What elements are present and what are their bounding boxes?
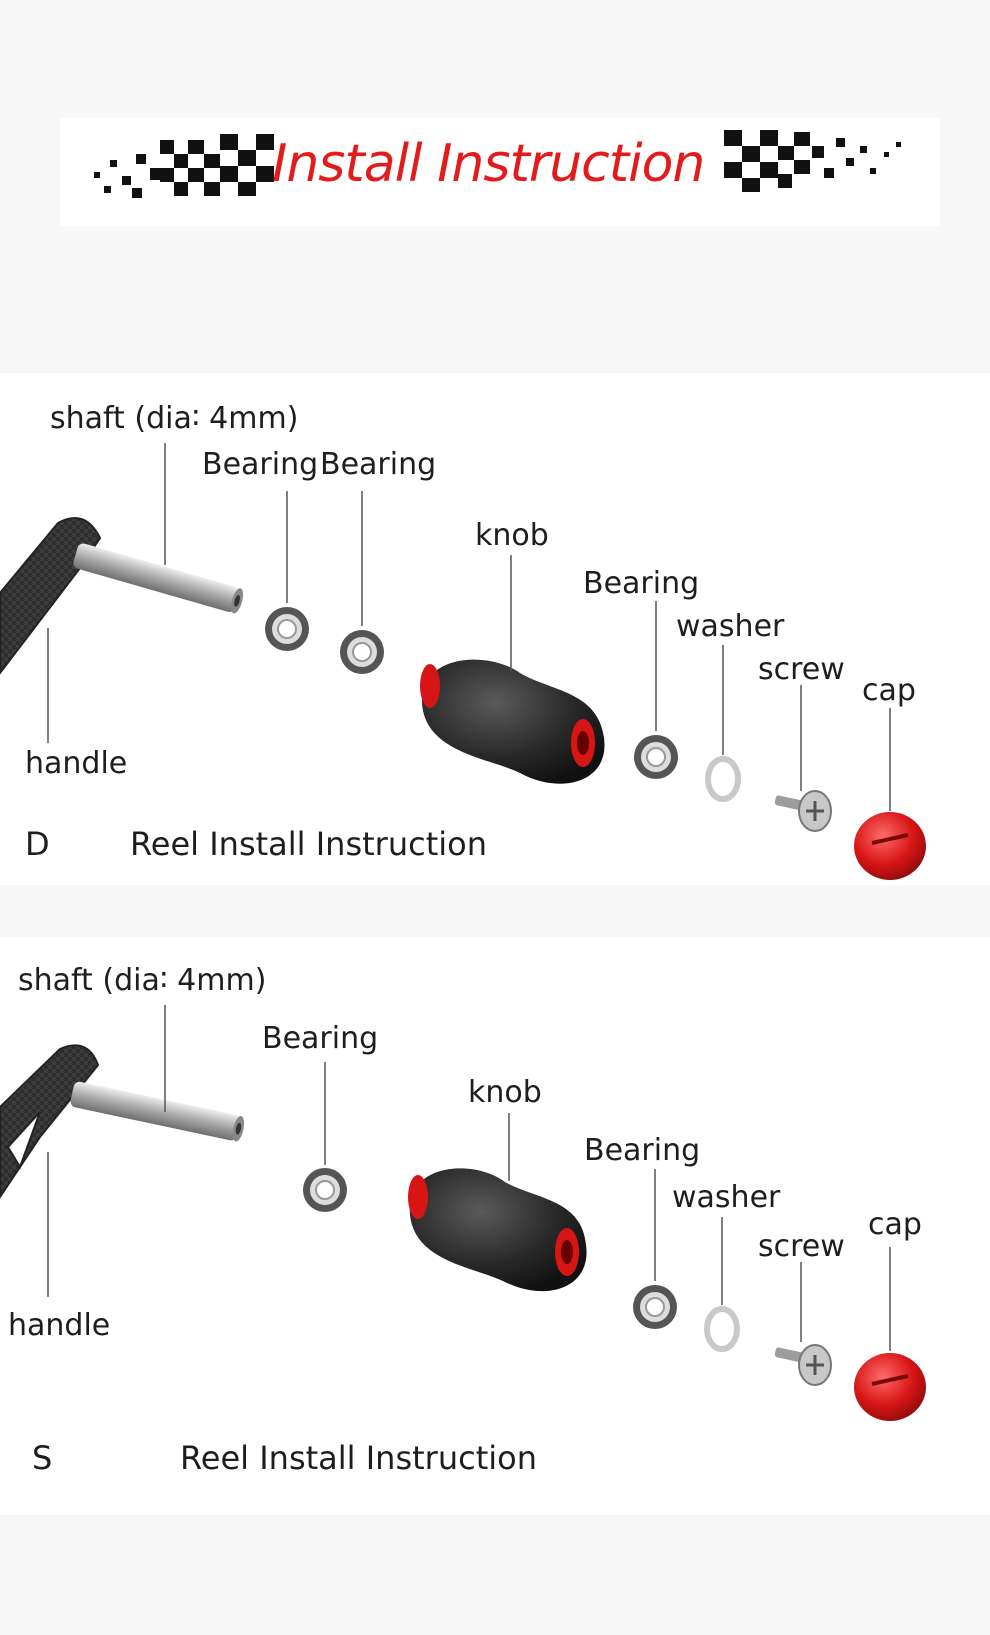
- label-bearing-1: Bearing: [262, 1021, 379, 1056]
- cap-part: [854, 1353, 926, 1421]
- label-handle: handle: [25, 746, 128, 781]
- bearing-2-part: [340, 630, 384, 674]
- label-cap: cap: [868, 1207, 922, 1242]
- bearing-2-part: [633, 1285, 677, 1329]
- screw-part: [774, 790, 832, 832]
- handle-arm: [0, 1044, 100, 1199]
- label-handle: handle: [8, 1308, 111, 1343]
- knob-part: [420, 659, 605, 784]
- label-shaft: shaft (dia∶ 4mm): [50, 401, 299, 436]
- caption-text: Reel Install Instruction: [130, 825, 487, 863]
- label-bearing-3: Bearing: [583, 566, 700, 601]
- cap-part: [854, 812, 926, 880]
- screw-part: [774, 1344, 832, 1386]
- label-washer: washer: [672, 1180, 781, 1215]
- bearing-1-part: [265, 607, 309, 651]
- caption-letter: D: [25, 825, 50, 863]
- label-bearing-2: Bearing: [320, 447, 437, 482]
- bearing-1-part: [303, 1168, 347, 1212]
- shaft-part: [73, 543, 244, 614]
- label-shaft: shaft (dia∶ 4mm): [18, 963, 267, 998]
- label-bearing-1: Bearing: [202, 447, 319, 482]
- label-knob: knob: [475, 518, 549, 553]
- header-banner: [60, 118, 940, 226]
- label-screw: screw: [758, 652, 845, 687]
- handle-arm: [0, 517, 102, 675]
- panel-d-diagram: shaft (dia∶ 4mm) Bearing Bearing knob Be…: [0, 373, 990, 885]
- bearing-3-part: [634, 735, 678, 779]
- handle-slot: [6, 1111, 41, 1170]
- label-cap: cap: [862, 673, 916, 708]
- caption-text: Reel Install Instruction: [180, 1439, 537, 1477]
- label-washer: washer: [676, 609, 785, 644]
- label-knob: knob: [468, 1075, 542, 1110]
- panel-s-diagram: shaft (dia∶ 4mm) Bearing knob Bearing wa…: [0, 937, 990, 1515]
- checkered-flag-left-icon: [94, 134, 274, 198]
- page-title: Install Instruction: [272, 134, 705, 194]
- label-bearing-2: Bearing: [584, 1133, 701, 1168]
- shaft-part: [70, 1081, 245, 1142]
- caption-letter: S: [32, 1439, 53, 1477]
- washer-part: [705, 756, 741, 802]
- knob-part: [408, 1168, 587, 1292]
- washer-part: [704, 1306, 740, 1352]
- checkered-flag-right-icon: [724, 130, 901, 192]
- label-screw: screw: [758, 1229, 845, 1264]
